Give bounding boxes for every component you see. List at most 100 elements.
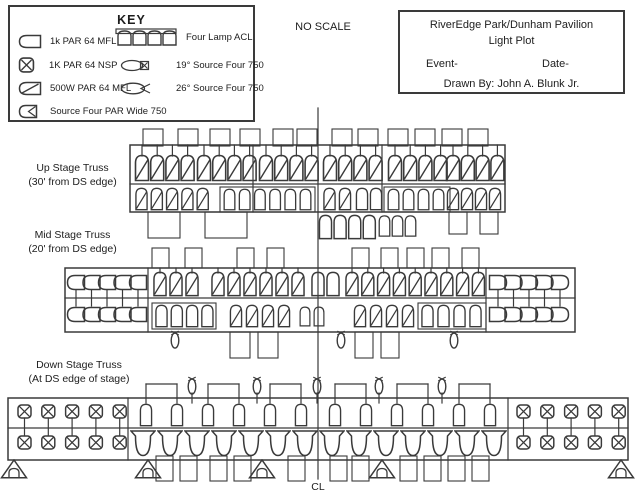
fixture-par64-mfl (421, 304, 434, 328)
fixture-par64-500w-mfl (227, 154, 242, 182)
fixture-side-par (519, 306, 539, 323)
fixture-par64-mfl (387, 188, 400, 211)
plot-rect (147, 211, 181, 239)
fixture-par64-500w-mfl (445, 154, 461, 182)
fixture-par64-500w-mfl (345, 271, 359, 297)
fixture-wide-par (238, 430, 264, 457)
plot-rect (209, 455, 228, 482)
fixture-par64-mfl (432, 188, 445, 211)
fixture-side-par (550, 274, 570, 291)
fixture-par64-mfl (326, 271, 340, 297)
fixture-par64-500w-mfl (368, 154, 383, 182)
fixture-par64-500w-mfl (134, 154, 150, 182)
plot-rect (179, 455, 198, 482)
plot-rect (151, 247, 170, 269)
downstage-truss-label: Down Stage Truss (At DS edge of stage) (14, 358, 144, 386)
key-entry-s4-26deg: 26° Source Four 750 (120, 82, 264, 95)
fixture-wide-par (292, 430, 318, 457)
fixture-par64-500w-mfl (273, 154, 289, 182)
fixture-side-par (82, 306, 101, 323)
fixture-side-par (82, 274, 101, 291)
fixture-par64-mfl (253, 188, 266, 211)
fixture-par64-mfl (318, 214, 333, 240)
fixture-par64-500w-mfl (471, 271, 486, 297)
plot-rect (406, 247, 425, 269)
plot-rect (467, 128, 489, 147)
plot-rect (399, 455, 418, 482)
fixture-par64-500w-mfl (490, 154, 505, 182)
title-block: RiverEdge Park/Dunham Pavilion Light Plo… (398, 10, 625, 94)
fixture-par64-nsp (88, 404, 104, 419)
fixture-side-par (128, 274, 148, 291)
fixture-par64-nsp (41, 404, 56, 419)
fixture-par64-500w-mfl (338, 187, 352, 211)
fixture-par64-mfl (404, 215, 417, 237)
fixture-par64-500w-mfl (169, 271, 183, 297)
truss-foot (0, 459, 28, 479)
no-scale-note: NO SCALE (295, 21, 351, 33)
fixture-side-par (535, 306, 554, 323)
fixture-par64-500w-mfl (149, 154, 165, 182)
fixture-par64-500w-mfl (433, 154, 448, 182)
fixture-par64-500w-mfl (211, 271, 225, 297)
key-entry-s4-par-wide: Source Four PAR Wide 750 (18, 104, 167, 119)
s4-19deg-icon (120, 59, 150, 72)
plot-rect (329, 455, 348, 482)
fixture-par64-mfl (170, 304, 184, 328)
fixture-par64-nsp (516, 404, 531, 419)
fixture-s4-par-wide (328, 403, 342, 427)
fixture-par64-500w-mfl (322, 154, 338, 182)
upstage-truss-label: Up Stage Truss (30' from DS edge) (10, 161, 135, 189)
key-entry-s4-19deg: 19° Source Four 750 (120, 59, 264, 72)
fixture-par64-500w-mfl (474, 187, 488, 211)
plot-rect (471, 455, 490, 482)
fixture-s4-par-wide (390, 403, 404, 427)
fixture-par64-mfl (355, 187, 369, 211)
plot-rect (447, 455, 466, 482)
plot-rect (380, 247, 399, 269)
par64-nsp-icon (18, 57, 35, 73)
fixture-par64-500w-mfl (488, 187, 502, 211)
fixture-par64-500w-mfl (275, 271, 289, 297)
fixture-s4-par-wide (232, 403, 246, 427)
fixture-wide-par (373, 430, 399, 457)
par64-500w-mfl-icon (18, 81, 42, 96)
fixture-par64-nsp (64, 435, 80, 450)
plot-rect (461, 247, 480, 269)
plot-rect (239, 128, 261, 147)
plot-rect (431, 247, 450, 269)
fixture-wide-par (346, 430, 372, 457)
fixture-par64-mfl (417, 188, 430, 211)
fixture-side-par (519, 274, 539, 291)
plot-rect (357, 128, 379, 147)
truss-foot (248, 459, 276, 479)
fixture-side-par (504, 306, 523, 323)
fixture-wide-par (211, 430, 237, 457)
fixture-par64-mfl (269, 188, 282, 211)
fixture-par64-mfl (369, 187, 383, 211)
fixture-s4-par-wide (359, 403, 373, 427)
fixture-par64-500w-mfl (261, 304, 275, 328)
fixture-par64-nsp (611, 404, 626, 419)
fixture-par64-mfl (362, 214, 377, 240)
fixture-wide-par (130, 430, 156, 457)
plot-rect (184, 247, 203, 269)
fixture-side-par (113, 274, 132, 291)
plot-rect (266, 247, 285, 269)
fixture-par64-nsp (41, 435, 56, 450)
fixture-par64-500w-mfl (353, 154, 368, 182)
plot-rect (257, 331, 279, 359)
fixture-wide-par (454, 430, 480, 457)
fixture-par64-mfl (299, 306, 311, 327)
fixture-side-par (66, 274, 86, 291)
fixture-par64-500w-mfl (460, 187, 474, 211)
fixture-side-par (488, 274, 508, 291)
plot-rect (219, 186, 316, 213)
plot-rect (209, 128, 231, 147)
fixture-par64-nsp (587, 404, 603, 419)
fixture-par64-mfl (333, 214, 347, 240)
fixture-par64-nsp (17, 435, 32, 450)
plot-rect (155, 455, 174, 482)
truss-distance: (30' from DS edge) (28, 176, 117, 188)
plot-rect (287, 455, 306, 482)
